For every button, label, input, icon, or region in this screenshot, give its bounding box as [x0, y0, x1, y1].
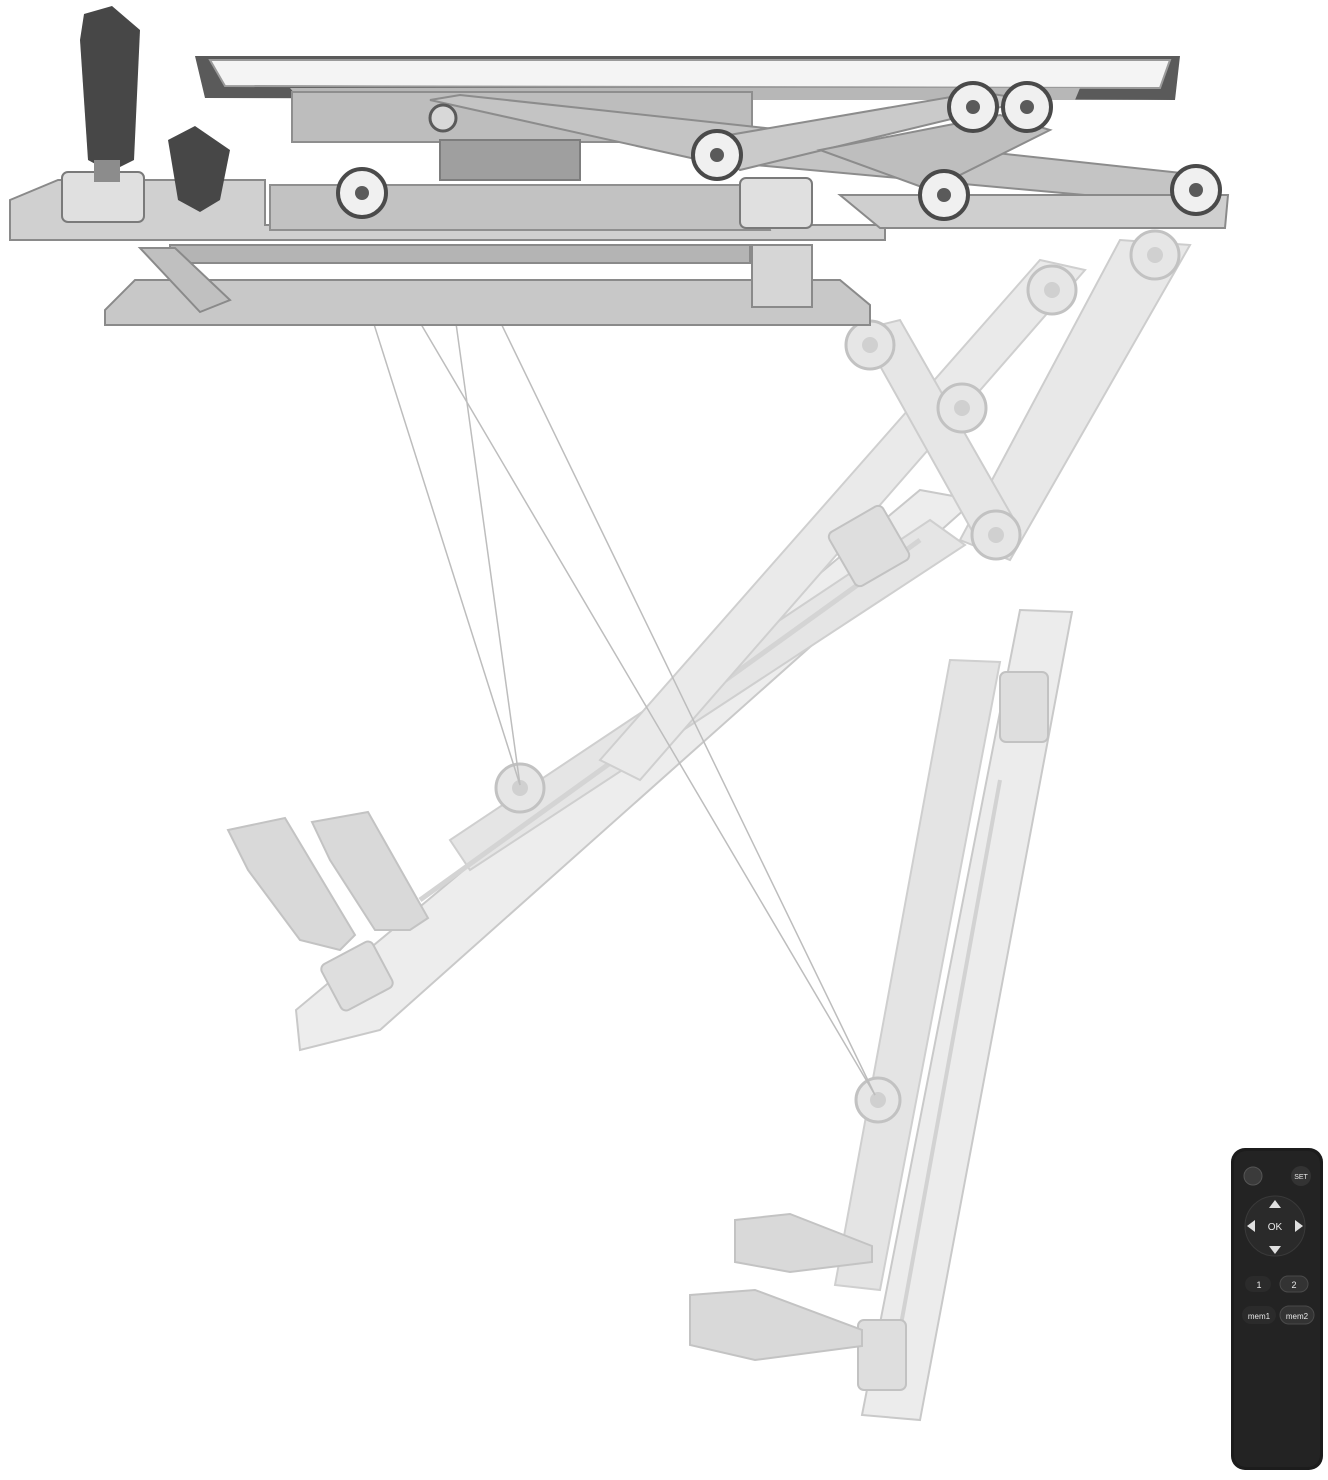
- remote-button-2[interactable]: [1279, 1275, 1309, 1293]
- support-cables: [359, 279, 876, 1096]
- remote-set-label: SET: [1294, 1174, 1308, 1181]
- handle-icon: [226, 810, 430, 952]
- bracket-lug: [857, 1319, 907, 1391]
- arrow-up-icon[interactable]: [1269, 1200, 1281, 1208]
- remote-mem2-button[interactable]: [1279, 1305, 1315, 1325]
- bracket-lug: [999, 671, 1049, 743]
- arrow-left-icon[interactable]: [1247, 1220, 1255, 1232]
- ghost-mount-tilted: [226, 229, 1192, 1052]
- remote-ok-button[interactable]: OK: [1268, 1222, 1283, 1233]
- power-icon[interactable]: [1243, 1166, 1263, 1186]
- handle-icon: [689, 1212, 873, 1362]
- ghost-mount-lowered: [689, 608, 1074, 1422]
- arrow-right-icon[interactable]: [1295, 1220, 1303, 1232]
- remote-mem1-button[interactable]: [1242, 1306, 1276, 1324]
- handle-icon: [80, 6, 230, 212]
- remote-set-button[interactable]: [1291, 1166, 1311, 1186]
- remote-button-1[interactable]: [1245, 1276, 1271, 1292]
- bracket-lug: [739, 177, 813, 229]
- remote-mem2-label: mem2: [1286, 1312, 1309, 1321]
- arrow-down-icon[interactable]: [1269, 1246, 1281, 1254]
- bracket-lug: [320, 940, 394, 1012]
- mount-retracted: [9, 6, 1230, 326]
- remote-button-2-label: 2: [1291, 1280, 1296, 1290]
- remote-button-1-label: 1: [1256, 1280, 1261, 1290]
- remote-dpad[interactable]: [1244, 1195, 1306, 1257]
- remote-control: SET OK 1 2 mem1 mem2: [1231, 1148, 1323, 1470]
- bracket-lug: [827, 504, 911, 588]
- remote-mem1-label: mem1: [1248, 1312, 1271, 1321]
